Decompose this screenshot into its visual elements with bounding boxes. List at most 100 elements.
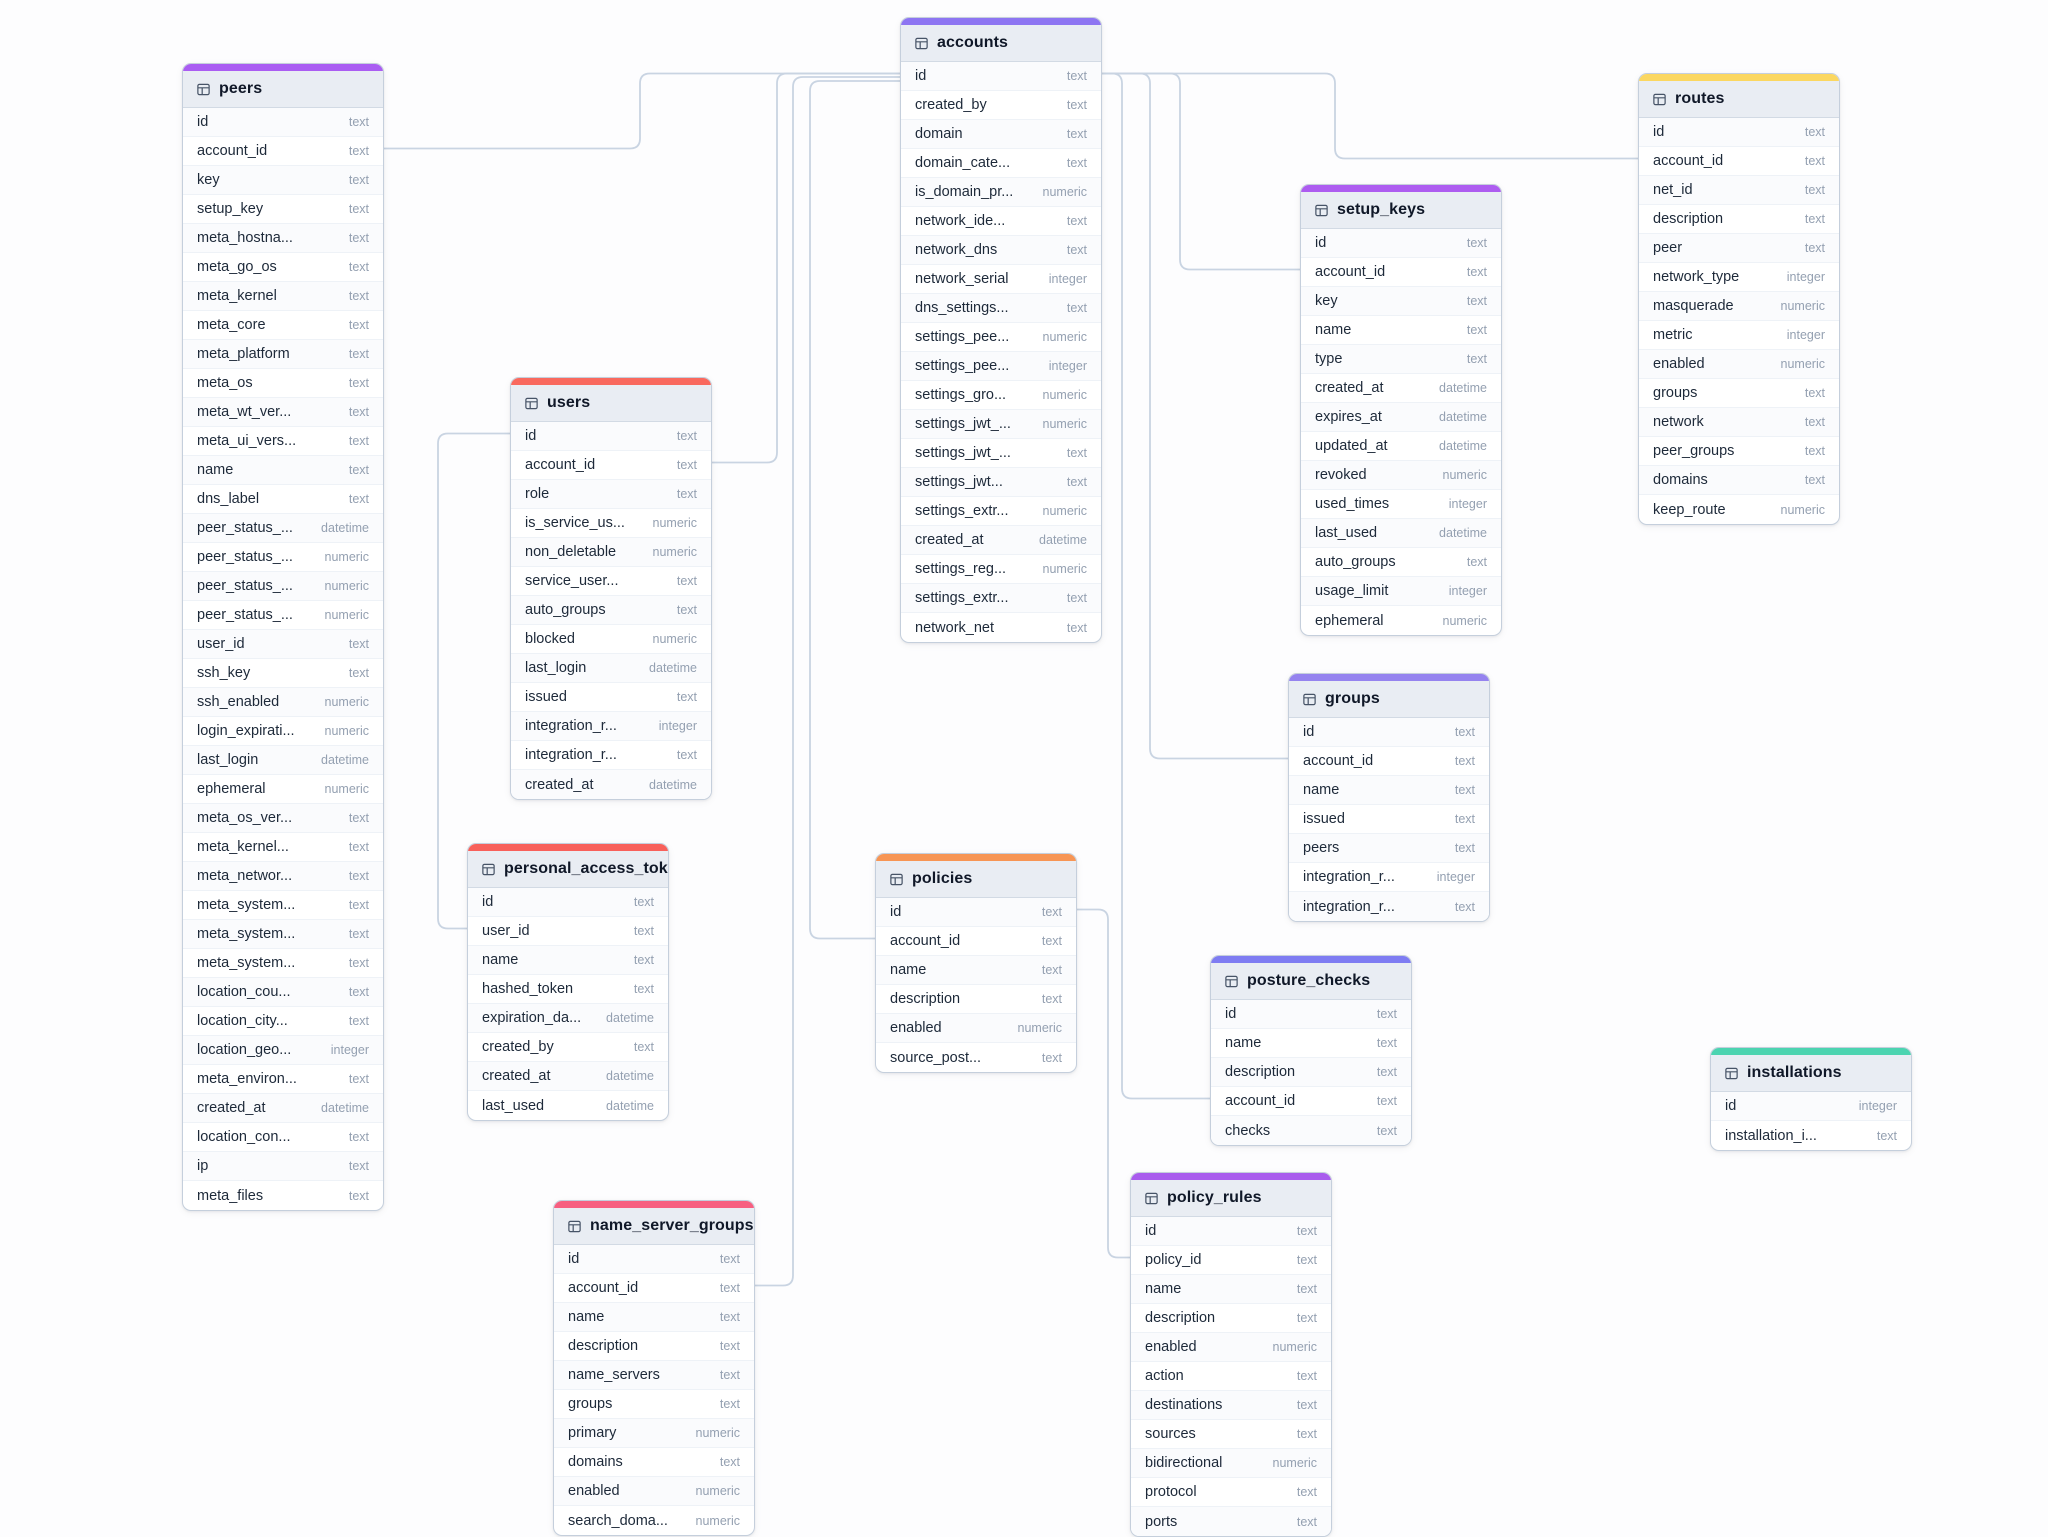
field-row[interactable]: peer_status_...numeric	[183, 601, 383, 630]
field-row[interactable]: settings_pee...integer	[901, 352, 1101, 381]
field-row[interactable]: settings_gro...numeric	[901, 381, 1101, 410]
field-row[interactable]: service_user...text	[511, 567, 711, 596]
field-row[interactable]: location_cou...text	[183, 978, 383, 1007]
field-row[interactable]: dns_settings...text	[901, 294, 1101, 323]
field-row[interactable]: location_con...text	[183, 1123, 383, 1152]
field-row[interactable]: search_doma...numeric	[554, 1506, 754, 1535]
field-row[interactable]: domain_cate...text	[901, 149, 1101, 178]
field-row[interactable]: meta_system...text	[183, 949, 383, 978]
field-row[interactable]: meta_hostna...text	[183, 224, 383, 253]
table-header[interactable]: personal_access_tokens	[468, 851, 668, 888]
table-header[interactable]: routes	[1639, 81, 1839, 118]
field-row[interactable]: source_post...text	[876, 1043, 1076, 1072]
field-row[interactable]: is_service_us...numeric	[511, 509, 711, 538]
field-row[interactable]: settings_pee...numeric	[901, 323, 1101, 352]
field-row[interactable]: meta_environ...text	[183, 1065, 383, 1094]
field-row[interactable]: peer_status_...numeric	[183, 543, 383, 572]
field-row[interactable]: meta_kernel...text	[183, 833, 383, 862]
field-row[interactable]: meta_system...text	[183, 891, 383, 920]
field-row[interactable]: meta_wt_ver...text	[183, 398, 383, 427]
field-row[interactable]: peer_status_...numeric	[183, 572, 383, 601]
field-row[interactable]: location_city...text	[183, 1007, 383, 1036]
table-personal-access-tokens[interactable]: personal_access_tokens idtextuser_idtext…	[467, 843, 669, 1121]
field-row[interactable]: expiration_da...datetime	[468, 1004, 668, 1033]
field-row[interactable]: settings_jwt_...text	[901, 439, 1101, 468]
field-row[interactable]: meta_system...text	[183, 920, 383, 949]
field-row[interactable]: meta_networ...text	[183, 862, 383, 891]
field-row[interactable]: integration_r...integer	[511, 712, 711, 741]
table-header[interactable]: setup_keys	[1301, 192, 1501, 229]
